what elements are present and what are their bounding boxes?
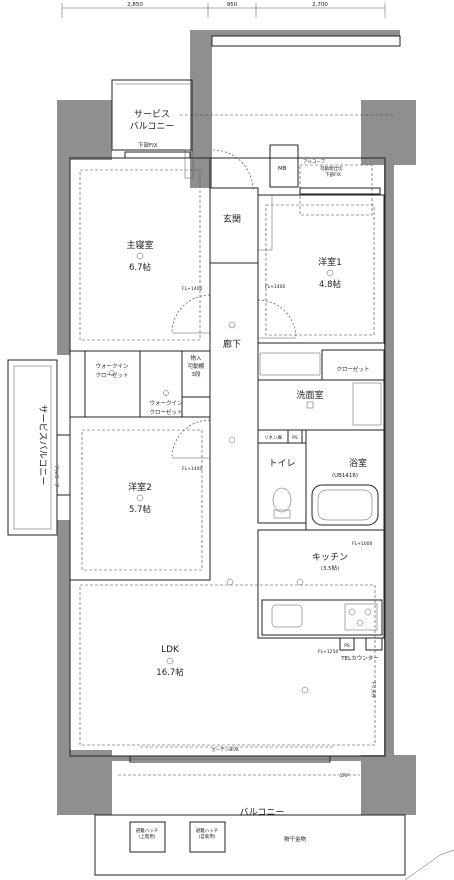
ps-label: PS bbox=[292, 435, 298, 441]
linen-label: リネン庫 bbox=[264, 434, 282, 441]
hardware-label: 物干金物 bbox=[284, 835, 307, 843]
bath-name: 浴室 bbox=[349, 457, 367, 469]
western-room-1: 洋室1 4.8帖 FL+1400 bbox=[257, 194, 385, 344]
movable-partition-label: 可動間仕切下部FIX bbox=[320, 165, 343, 178]
entrance: 玄関 MB アルコーブ 可動間仕切下部FIX bbox=[209, 144, 373, 264]
service-balcony-label: サービスバルコニー bbox=[130, 109, 175, 132]
closet-western1: クローゼット bbox=[321, 349, 385, 381]
master-bedroom: 主寝室 6.7帖 FL+1400 bbox=[69, 149, 211, 352]
master-bedroom-name: 主寝室 bbox=[126, 239, 153, 251]
ldk: LDK 16.7帖 TELカウンター FL+1250 下り天井 カーテンBOX bbox=[79, 578, 379, 753]
western-room-2: 洋室2 5.7帖 FL+1400 bbox=[69, 416, 211, 581]
service-balcony-top: サービスバルコニー 下部FIX bbox=[111, 35, 401, 151]
exterior-outline bbox=[69, 157, 386, 757]
western1-name: 洋室1 bbox=[318, 256, 342, 268]
dimension-1: 2,850 bbox=[127, 2, 143, 8]
washroom-name: 洗面室 bbox=[296, 389, 323, 401]
hallway: 廊下 bbox=[209, 263, 259, 520]
fl-1400-b: FL+1400 bbox=[265, 284, 285, 290]
fl-1400-c: FL+1400 bbox=[182, 466, 202, 472]
hatch1-label: 避難ハッチ(上階用) bbox=[136, 827, 159, 840]
zrp-label: ZRP bbox=[340, 773, 349, 779]
fl-1250: FL+1250 bbox=[318, 649, 338, 655]
ldk-size: 16.7帖 bbox=[156, 667, 184, 678]
dimension-3: 2,700 bbox=[312, 2, 328, 8]
western2-size: 5.7帖 bbox=[129, 504, 152, 515]
bath-sub: (UB1418) bbox=[332, 473, 358, 479]
bath: 浴室 (UB1418) bbox=[305, 429, 385, 531]
hallway-name: 廊下 bbox=[223, 338, 241, 350]
ldk-name: LDK bbox=[161, 645, 180, 655]
kitchen-name: キッチン bbox=[312, 552, 348, 563]
fl-1000: FL+1000 bbox=[352, 541, 372, 547]
linen-storage: リネン庫 PS bbox=[257, 429, 303, 444]
ps2-label: PS bbox=[344, 643, 350, 649]
service-balcony-left: サービスバルコニー アルコーブ bbox=[7, 359, 71, 536]
service-balcony-left-label: サービスバルコニー bbox=[37, 405, 48, 486]
structural-walls bbox=[57, 30, 416, 815]
mb-label: MB bbox=[278, 166, 287, 172]
walkin1-label: ウォークインクローゼット bbox=[95, 362, 129, 379]
western2-name: 洋室2 bbox=[128, 481, 152, 493]
closet-label: クローゼット bbox=[336, 365, 369, 373]
toilet: トイレ bbox=[257, 442, 307, 524]
balcony: バルコニー 物干金物 避難ハッチ(上階用) 避難ハッチ(自家用) ZRP bbox=[94, 773, 454, 880]
tel-counter: TELカウンター bbox=[340, 654, 378, 662]
entrance-name: 玄関 bbox=[223, 213, 241, 225]
alcove-label: アルコーブ bbox=[303, 158, 326, 165]
kitchen-size: (3.5帖) bbox=[321, 564, 340, 572]
western1-size: 4.8帖 bbox=[319, 279, 342, 290]
balcony-name: バルコニー bbox=[240, 807, 285, 818]
curtain-box: カーテンBOX bbox=[211, 747, 238, 753]
dimension-line: 2,850 950 2,700 bbox=[61, 2, 386, 18]
toilet-name: トイレ bbox=[268, 459, 295, 469]
walkin2-label: ウォークインクローゼット bbox=[149, 399, 183, 416]
windows bbox=[124, 151, 381, 763]
washroom: 洗面室 bbox=[257, 352, 385, 431]
kitchen: キッチン (3.5帖) FL+1000 PS bbox=[257, 529, 385, 651]
master-bedroom-size: 6.7帖 bbox=[129, 262, 152, 273]
fl-1400-a: FL+1400 bbox=[182, 286, 202, 292]
hatch2-label: 避難ハッチ(自家用) bbox=[196, 827, 219, 840]
fix-label: 下部FIX bbox=[138, 141, 158, 149]
dimension-2: 950 bbox=[227, 2, 238, 8]
lowered-ceiling: 下り天井 bbox=[370, 680, 377, 698]
